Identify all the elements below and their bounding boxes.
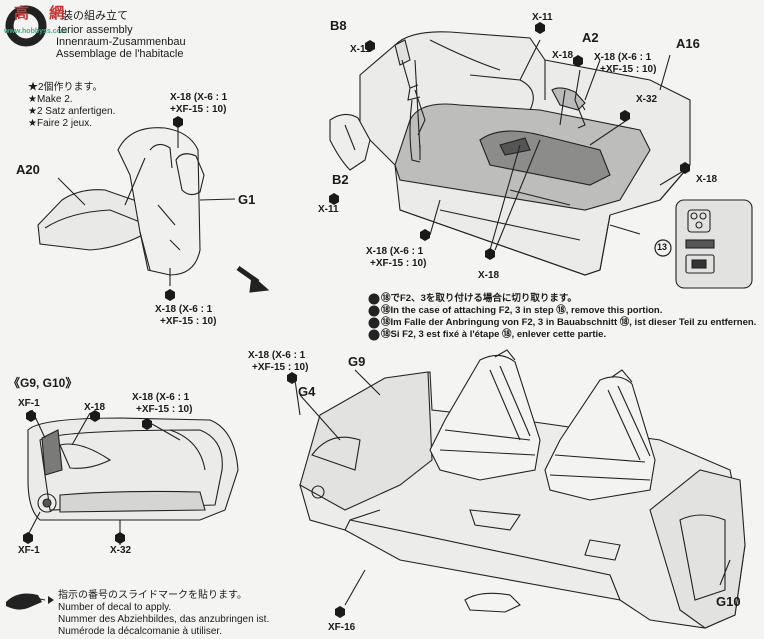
- part-label-a16: A16: [676, 36, 700, 51]
- decalnote-jp: 指示の番号のスライドマークを貼ります。: [58, 590, 247, 601]
- paint-x11: X-11: [318, 204, 339, 215]
- make2-en: ★Make 2.: [28, 94, 73, 105]
- part-label-b8: B8: [330, 18, 347, 33]
- make2-fr: ★Faire 2 jeux.: [28, 118, 92, 129]
- make2-de: ★2 Satz anfertigen.: [28, 106, 116, 117]
- decal-slide-icon: [6, 593, 42, 610]
- part-label-a20: A20: [16, 162, 40, 177]
- header-jp: 装の組み立て: [62, 10, 128, 22]
- cutnote-fr: ⑱Si F2, 3 est fixé à l'étape ⑱, enlever …: [381, 329, 607, 340]
- paint-xf15: +XF-15 : 10): [170, 104, 227, 115]
- door-panel-drawing: [27, 417, 239, 521]
- step13-number: 13: [657, 242, 668, 252]
- watermark-url: www.hobbyss.com: [4, 28, 68, 35]
- pedal-b8-drawing: [394, 39, 426, 163]
- paint-xf15: +XF-15 : 10): [252, 362, 309, 373]
- paint-xf15: +XF-15 : 10): [600, 64, 657, 75]
- cutnote-jp: ⑱でF2、3を取り付ける場合に切り取ります。: [381, 293, 577, 304]
- part-label-g9: G9: [348, 354, 366, 369]
- decalnote-fr: Numérode la décalcomanie à utiliser.: [58, 626, 222, 637]
- seat-a20-g1-drawing: [37, 127, 205, 276]
- paint-x18-mix: X-18 (X-6 : 1: [170, 92, 228, 103]
- step13-inset-drawing: [675, 199, 753, 289]
- paint-drop-markers: [23, 22, 690, 618]
- paint-xf15: +XF-15 : 10): [160, 316, 217, 327]
- part-label-g10: G10: [716, 594, 741, 609]
- watermark-logo: 高 網: [14, 5, 73, 22]
- part-label-a2: A2: [582, 30, 599, 45]
- floor-pan-top-drawing: [359, 31, 691, 276]
- paint-x32: X-32: [110, 545, 132, 556]
- paint-xf1: XF-1: [18, 398, 40, 409]
- paint-x18-mix: X-18 (X-6 : 1: [155, 304, 213, 315]
- step13-circle-icon: [654, 239, 672, 257]
- lever-b2-drawing: [329, 113, 371, 171]
- shifter-a2-drawing: [551, 87, 586, 129]
- step18-marker-icon: [368, 293, 380, 305]
- paint-x18: X-18: [552, 50, 574, 61]
- part-label-g1: G1: [238, 192, 256, 207]
- part-label-g4: G4: [298, 384, 316, 399]
- interior-bottom-drawing: [299, 349, 746, 629]
- paint-x18: X-18: [478, 270, 500, 281]
- header-en: terior assembly: [58, 24, 133, 36]
- header-de: Innenraum-Zusammenbau: [56, 36, 186, 48]
- paint-xf15: +XF-15 : 10): [370, 258, 427, 269]
- paint-x18-mix: X-18 (X-6 : 1: [366, 246, 424, 257]
- cutnote-en: ⑱In the case of attaching F2, 3 in step …: [381, 305, 663, 316]
- paint-xf16: XF-16: [328, 622, 356, 633]
- paint-x11: X-11: [532, 12, 553, 23]
- paint-xf15: +XF-15 : 10): [136, 404, 193, 415]
- paint-x32: X-32: [636, 94, 658, 105]
- decalnote-de: Nummer des Abziehbildes, das anzubringen…: [58, 614, 270, 625]
- paint-x18-mix: X-18 (X-6 : 1: [594, 52, 652, 63]
- paint-x18: X-18: [84, 402, 106, 413]
- part-label-b2: B2: [332, 172, 349, 187]
- paint-xf1: XF-1: [18, 545, 40, 556]
- cutnote-de: ⑱Im Falle der Anbringung von F2, 3 in Ba…: [381, 317, 757, 328]
- paint-x18-mix: X-18 (X-6 : 1: [248, 350, 306, 361]
- make2-jp: ★2個作ります。: [28, 82, 103, 93]
- paint-x11: X-11: [350, 44, 371, 55]
- header-fr: Assemblage de l'habitacle: [56, 48, 184, 60]
- paint-x18-mix: X-18 (X-6 : 1: [132, 392, 190, 403]
- decalnote-en: Number of decal to apply.: [58, 602, 172, 613]
- part-label-g9-g10: 《G9, G10》: [8, 376, 78, 390]
- paint-x18: X-18: [696, 174, 718, 185]
